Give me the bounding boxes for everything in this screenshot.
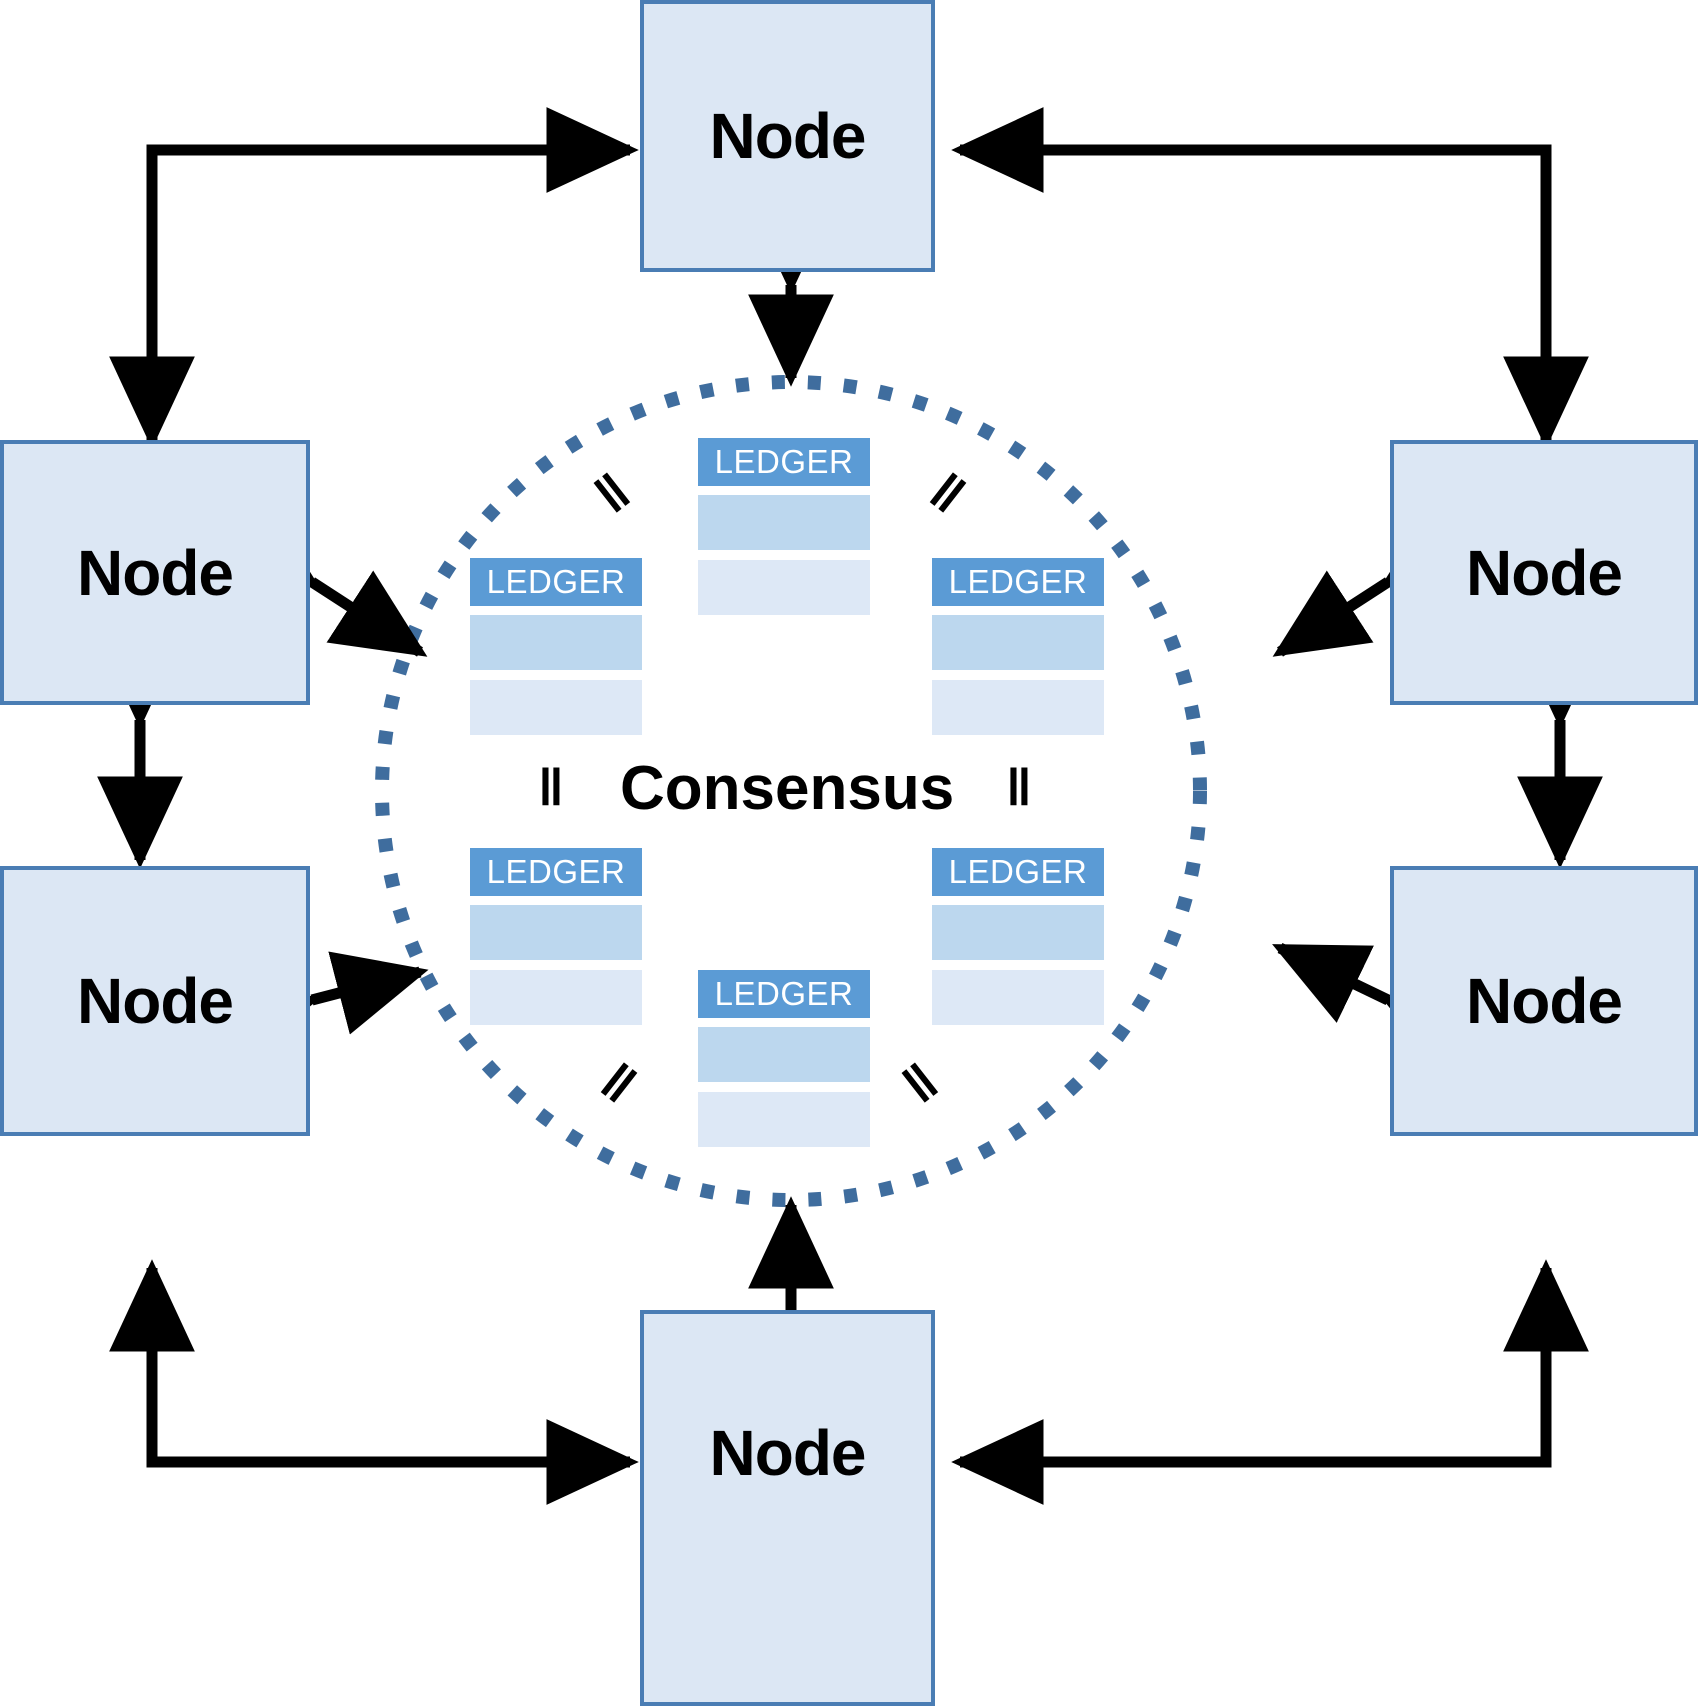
consensus-label: Consensus [620,754,955,823]
ledger-lower-right-row-1 [932,905,1104,960]
ledger-lower-left-header: LEDGER [470,848,642,896]
ledger-top-header: LEDGER [698,438,870,486]
eq-upper-right-icon: ‖ [918,463,975,525]
arrow-right-upper-node-to-circle [1272,500,1482,657]
arrow-right-upper-to-top [951,107,1552,440]
ledger-lower-left[interactable]: LEDGER [470,848,642,1025]
arrow-left-lower-node-to-circle [220,951,429,1063]
ledger-bottom-header: LEDGER [698,970,870,1018]
arrow-left-lower-to-bottom [146,1268,639,1505]
eq-upper-left-icon: ‖ [584,463,641,525]
eq-lower-left-icon: ‖ [589,1053,646,1115]
ledger-top-row-2 [698,560,870,615]
ledger-lower-left-row-2 [470,970,642,1025]
ledger-lower-right-row-2 [932,970,1104,1025]
ledger-upper-right-row-1 [932,615,1104,670]
node-right-lower[interactable]: Node [1390,866,1698,1136]
arrow-right-lower-node-to-circle [1272,943,1482,1075]
ledger-upper-right-row-2 [932,680,1104,735]
ledger-upper-left-row-1 [470,615,642,670]
node-right-upper[interactable]: Node [1390,440,1698,705]
node-right-upper-label: Node [1466,536,1623,609]
ledger-lower-right-header: LEDGER [932,848,1104,896]
ledger-bottom-row-1 [698,1027,870,1082]
ledger-lower-right[interactable]: LEDGER [932,848,1104,1025]
ledger-upper-left-row-2 [470,680,642,735]
node-left-lower-label: Node [77,965,234,1037]
eq-mid-left-icon: ‖ [538,759,564,817]
ledger-upper-right[interactable]: LEDGER [932,558,1104,735]
ledger-upper-left[interactable]: LEDGER [470,558,642,735]
arrow-left-upper-to-top [146,107,639,440]
ledger-upper-left-header: LEDGER [470,558,642,606]
node-bottom[interactable]: Node [640,1310,935,1706]
ledger-upper-right-header: LEDGER [932,558,1104,606]
node-left-lower[interactable]: Node [0,866,310,1136]
node-top-label: Node [709,100,867,172]
ledger-bottom-row-2 [698,1092,870,1147]
ledger-top[interactable]: LEDGER [698,438,870,615]
arrow-right-lower-to-bottom [951,1268,1552,1505]
node-left-upper-label: Node [77,536,234,609]
node-left-upper[interactable]: Node [0,440,310,705]
eq-lower-right-icon: ‖ [892,1053,949,1115]
ledger-top-row-1 [698,495,870,550]
node-bottom-label: Node [709,1417,867,1489]
arrow-left-upper-node-to-circle [218,500,428,657]
eq-mid-right-icon: ‖ [1006,759,1032,817]
node-right-lower-label: Node [1466,965,1623,1037]
ledger-bottom[interactable]: LEDGER [698,970,870,1147]
ledger-lower-left-row-1 [470,905,642,960]
node-top[interactable]: Node [640,0,935,272]
